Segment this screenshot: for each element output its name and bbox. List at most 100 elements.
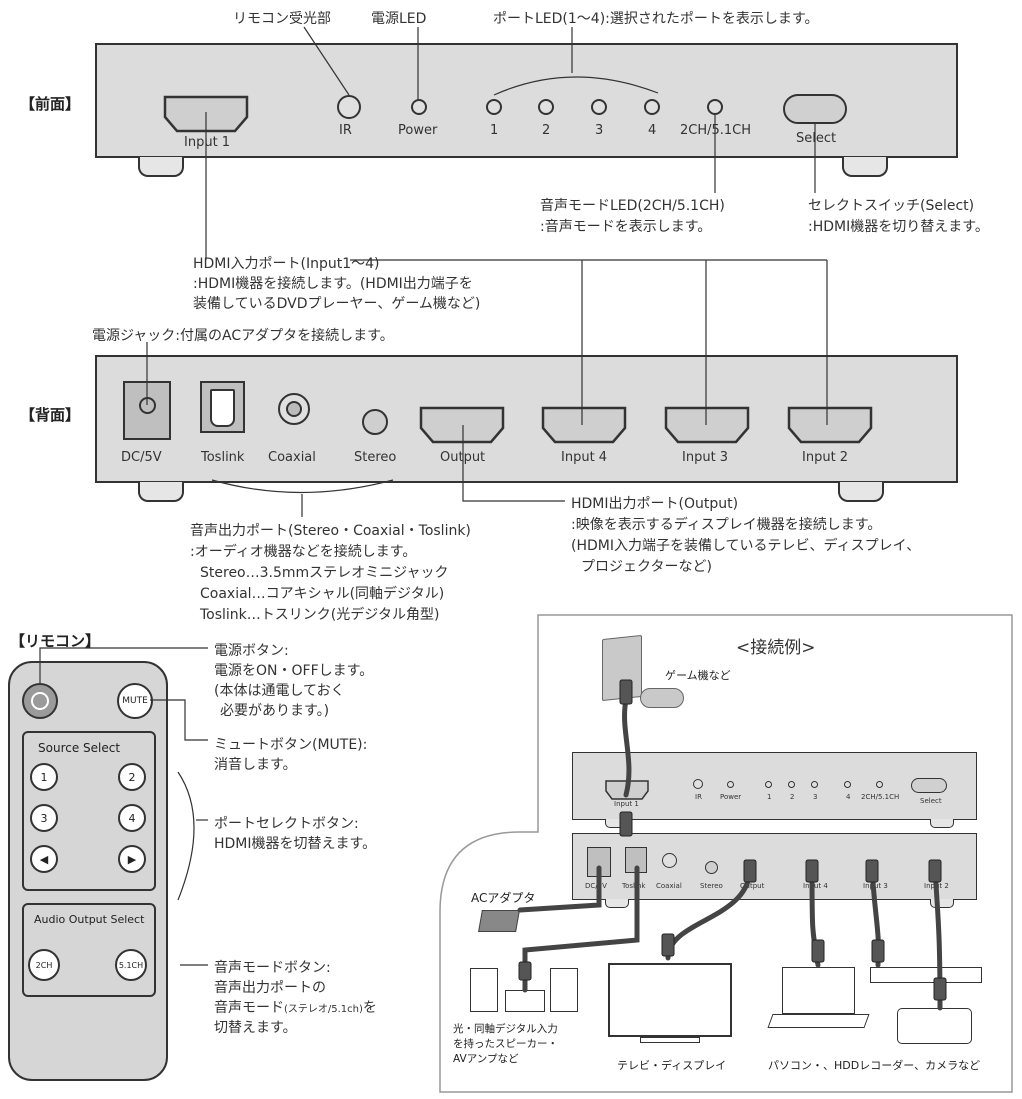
remote-audio-note-1: 音声モードボタン: [214,960,331,976]
hdmi-input-note-3: 装備しているDVDプレーヤー、ゲーム機など) [193,296,481,312]
ex-back-toslink: Toslink [622,882,646,890]
ex-stereo [705,861,718,874]
b2ch-label: 2CH [35,960,53,970]
front-select-label: Select [796,131,837,146]
example-title: <接続例> [736,638,816,658]
hdmi-output-note-3: (HDMI入力端子を装備しているテレビ、ディスプレイ、 [571,538,921,554]
remote-button-2[interactable]: 2 [118,763,146,791]
ex-coaxial [662,853,677,868]
b4-label: 4 [128,811,136,825]
ex-front-select: Select [920,797,942,805]
audio-out-note-2: :オーディオ機器などを接続します。 [190,544,417,560]
front-foot-left [138,157,184,177]
ac-adapter [478,910,520,932]
hdmi-output-note-4: プロジェクターなど) [581,559,712,575]
front-led2-label: 2 [542,123,551,138]
example-devices-label: パソコン・、HDDレコーダー、カメラなど [768,1059,981,1072]
audio-note-mode-suffix: を [362,1000,377,1016]
ex-select-switch [911,778,947,793]
front-ir-label: IR [339,123,352,138]
port-led-4 [644,99,660,115]
ex-front-ir: IR [695,793,702,801]
ex-toslink [625,847,647,873]
remote-button-3[interactable]: 3 [30,804,58,832]
port-led-1 [486,99,502,115]
remote-audio-note-4: 切替えます。 [214,1020,297,1036]
select-callout-2: :HDMI機器を切り替えます。 [808,219,989,235]
back-stereo-label: Stereo [354,450,397,465]
remote-button-4[interactable]: 4 [118,804,146,832]
hdmi-input-note-2: :HDMI機器を接続します。(HDMI出力端子を [193,276,473,292]
back-coaxial-label: Coaxial [268,450,316,465]
ex-front-mode: 2CH/5.1CH [861,793,900,801]
ex-front-power: Power [720,793,742,801]
video-camera [897,1008,972,1044]
source-select-group [22,731,156,891]
speaker-left [470,968,498,1012]
back-foot-right [838,482,884,502]
hdmi-input-note-1: HDMI入力ポート(Input1〜4) [193,256,380,272]
television [608,963,732,1037]
b1-label: 1 [40,770,48,784]
example-ac-label: ACアダプタ [471,891,536,905]
speaker-right [550,968,578,1012]
audio-out-note-3: Stereo…3.5mmステレオミニジャック [200,565,449,581]
select-switch [783,94,847,124]
triangle-left-icon: ◀ [39,852,49,866]
ex-led2 [788,781,795,788]
audio-mode-led-callout-1: 音声モードLED(2CH/5.1CH) [540,198,725,214]
example-tv-label: テレビ・ディスプレイ [617,1059,727,1072]
remote-audio-note-3: 音声モード(ステレオ/5.1ch)を [214,997,377,1017]
mute-label: MUTE [122,696,148,706]
remote-mute-button[interactable]: MUTE [117,683,153,719]
av-amp [505,990,545,1012]
ir-callout: リモコン受光部 [233,11,331,27]
remote-left-button[interactable]: ◀ [30,845,58,873]
b51ch-label: 5.1CH [118,960,144,970]
coaxial-center [286,401,302,417]
power-icon [31,692,49,710]
back-dc-label: DC/5V [121,450,162,465]
back-input3-label: Input 3 [682,450,729,465]
hdd-recorder [870,967,982,983]
back-toslink-label: Toslink [201,450,245,465]
example-game-label: ゲーム機など [665,669,731,682]
remote-section-label: 【リモコン】 [10,632,101,650]
b3-label: 3 [40,811,48,825]
ex-front-l2: 2 [790,793,795,801]
back-section-label: 【背面】 [20,406,81,424]
source-select-title: Source Select [38,741,121,755]
remote-right-button[interactable]: ▶ [118,845,146,873]
example-speaker-label-2: を持ったスピーカー・ [453,1038,558,1050]
remote-button-1[interactable]: 1 [30,763,58,791]
back-hdmi-input2-port [787,406,873,444]
audio-mode-led-callout-2: :音声モードを表示します。 [540,219,712,235]
back-foot-left [138,482,184,502]
ex-back-input2: Input 2 [924,882,949,890]
audio-out-note-1: 音声出力ポート(Stereo・Coaxial・Toslink) [190,523,471,539]
back-input4-label: Input 4 [561,450,608,465]
ex-ir [693,779,703,789]
front-led4-label: 4 [648,123,657,138]
remote-power-note-2: 電源をON・OFFします。 [214,663,374,679]
remote-2ch-button[interactable]: 2CH [28,949,60,981]
remote-power-note-3: (本体は通電しておく [214,683,345,699]
front-led3-label: 3 [595,123,604,138]
ex-front-l4: 4 [846,793,851,801]
triangle-right-icon: ▶ [127,852,137,866]
ex-back-dc: DC/5V [585,882,607,890]
remote-51ch-button[interactable]: 5.1CH [115,949,147,981]
stereo-jack [362,409,388,435]
audio-mode-led [707,99,723,115]
remote-mute-note-1: ミュートボタン(MUTE): [214,737,368,753]
ex-back-input3: Input 3 [863,882,888,890]
port-led-2 [538,99,554,115]
audio-output-select-group [22,903,156,997]
example-speaker-label-1: 光・同軸デジタル入力 [453,1023,558,1035]
ex-led3 [811,781,818,788]
ex-front-l1: 1 [767,793,772,801]
ex-front-foot-left [605,819,629,828]
ex-back-input4: Input 4 [803,882,828,890]
hdmi-output-note-2: :映像を表示するディスプレイ機器を接続します。 [571,517,882,533]
